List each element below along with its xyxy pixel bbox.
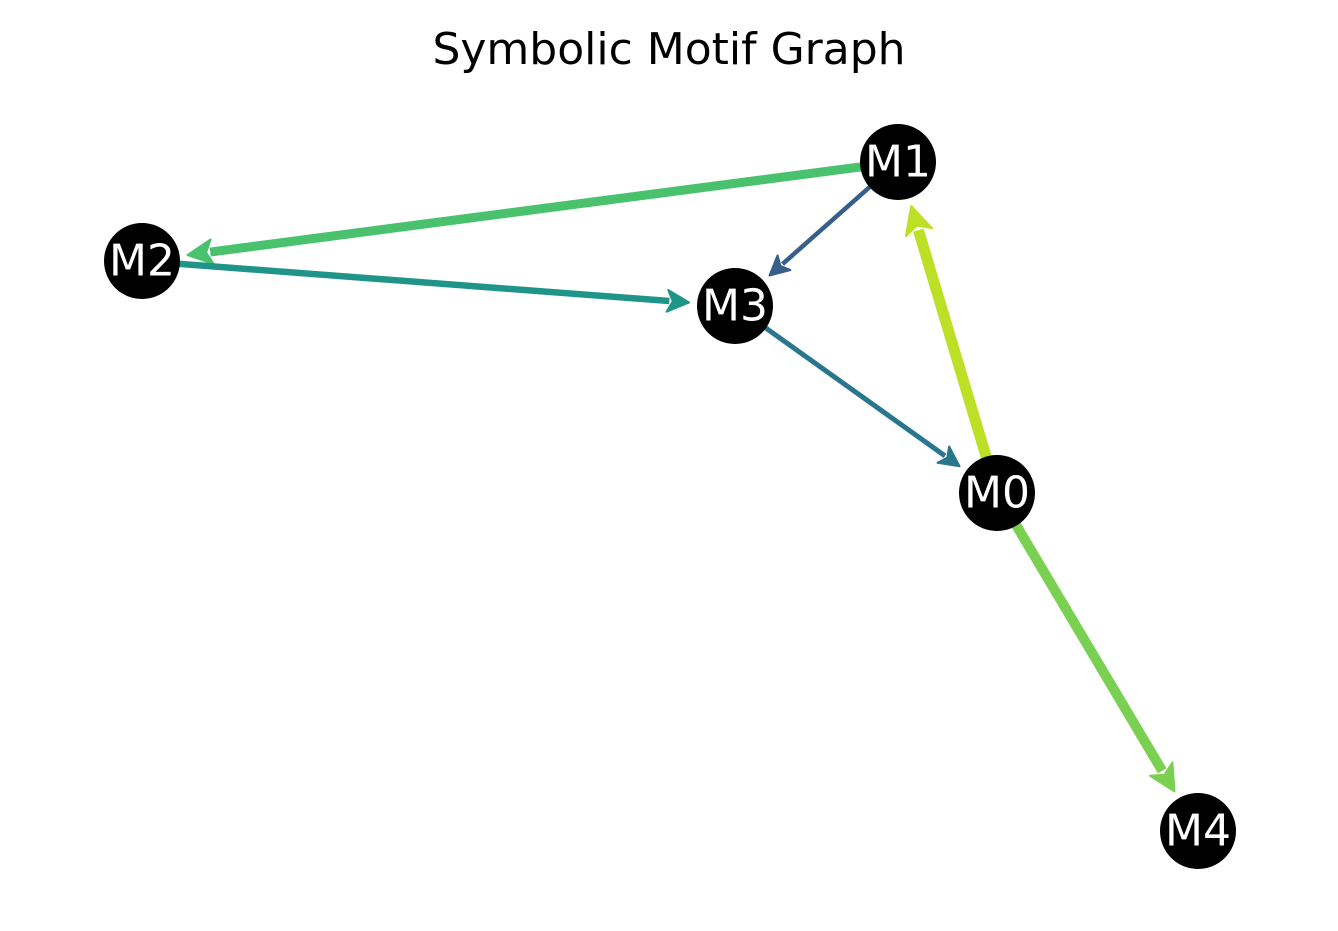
node-m2: M2 [104,223,180,299]
node-label-m1: M1 [865,137,931,188]
arrowhead-m3-m0 [936,445,961,468]
edge-m3-m0 [733,303,947,458]
node-label-m3: M3 [702,281,768,332]
node-m4: M4 [1160,793,1236,869]
node-m1: M1 [860,124,936,200]
arrowhead-m0-m1 [904,205,933,237]
node-m3: M3 [697,268,773,344]
edges-layer [141,157,1176,793]
node-circle-m4 [1160,793,1236,869]
node-circle-m1 [860,124,936,200]
edge-m1-m2 [209,157,899,257]
node-label-m2: M2 [109,236,175,287]
arrowhead-m1-m2 [186,238,215,266]
edge-m0-m4 [992,490,1167,774]
node-m0: M0 [959,455,1035,531]
node-circle-m3 [697,268,773,344]
node-circle-m2 [104,223,180,299]
arrowhead-m1-m3 [768,254,792,277]
arrowhead-m0-m4 [1149,761,1176,793]
node-label-m4: M4 [1165,806,1231,857]
edge-m2-m3 [141,257,670,305]
diagram-title: Symbolic Motif Graph [432,24,906,75]
node-label-m0: M0 [964,468,1030,519]
edge-m0-m1 [913,228,1003,495]
node-circle-m0 [959,455,1035,531]
arrowhead-m2-m3 [665,289,691,313]
